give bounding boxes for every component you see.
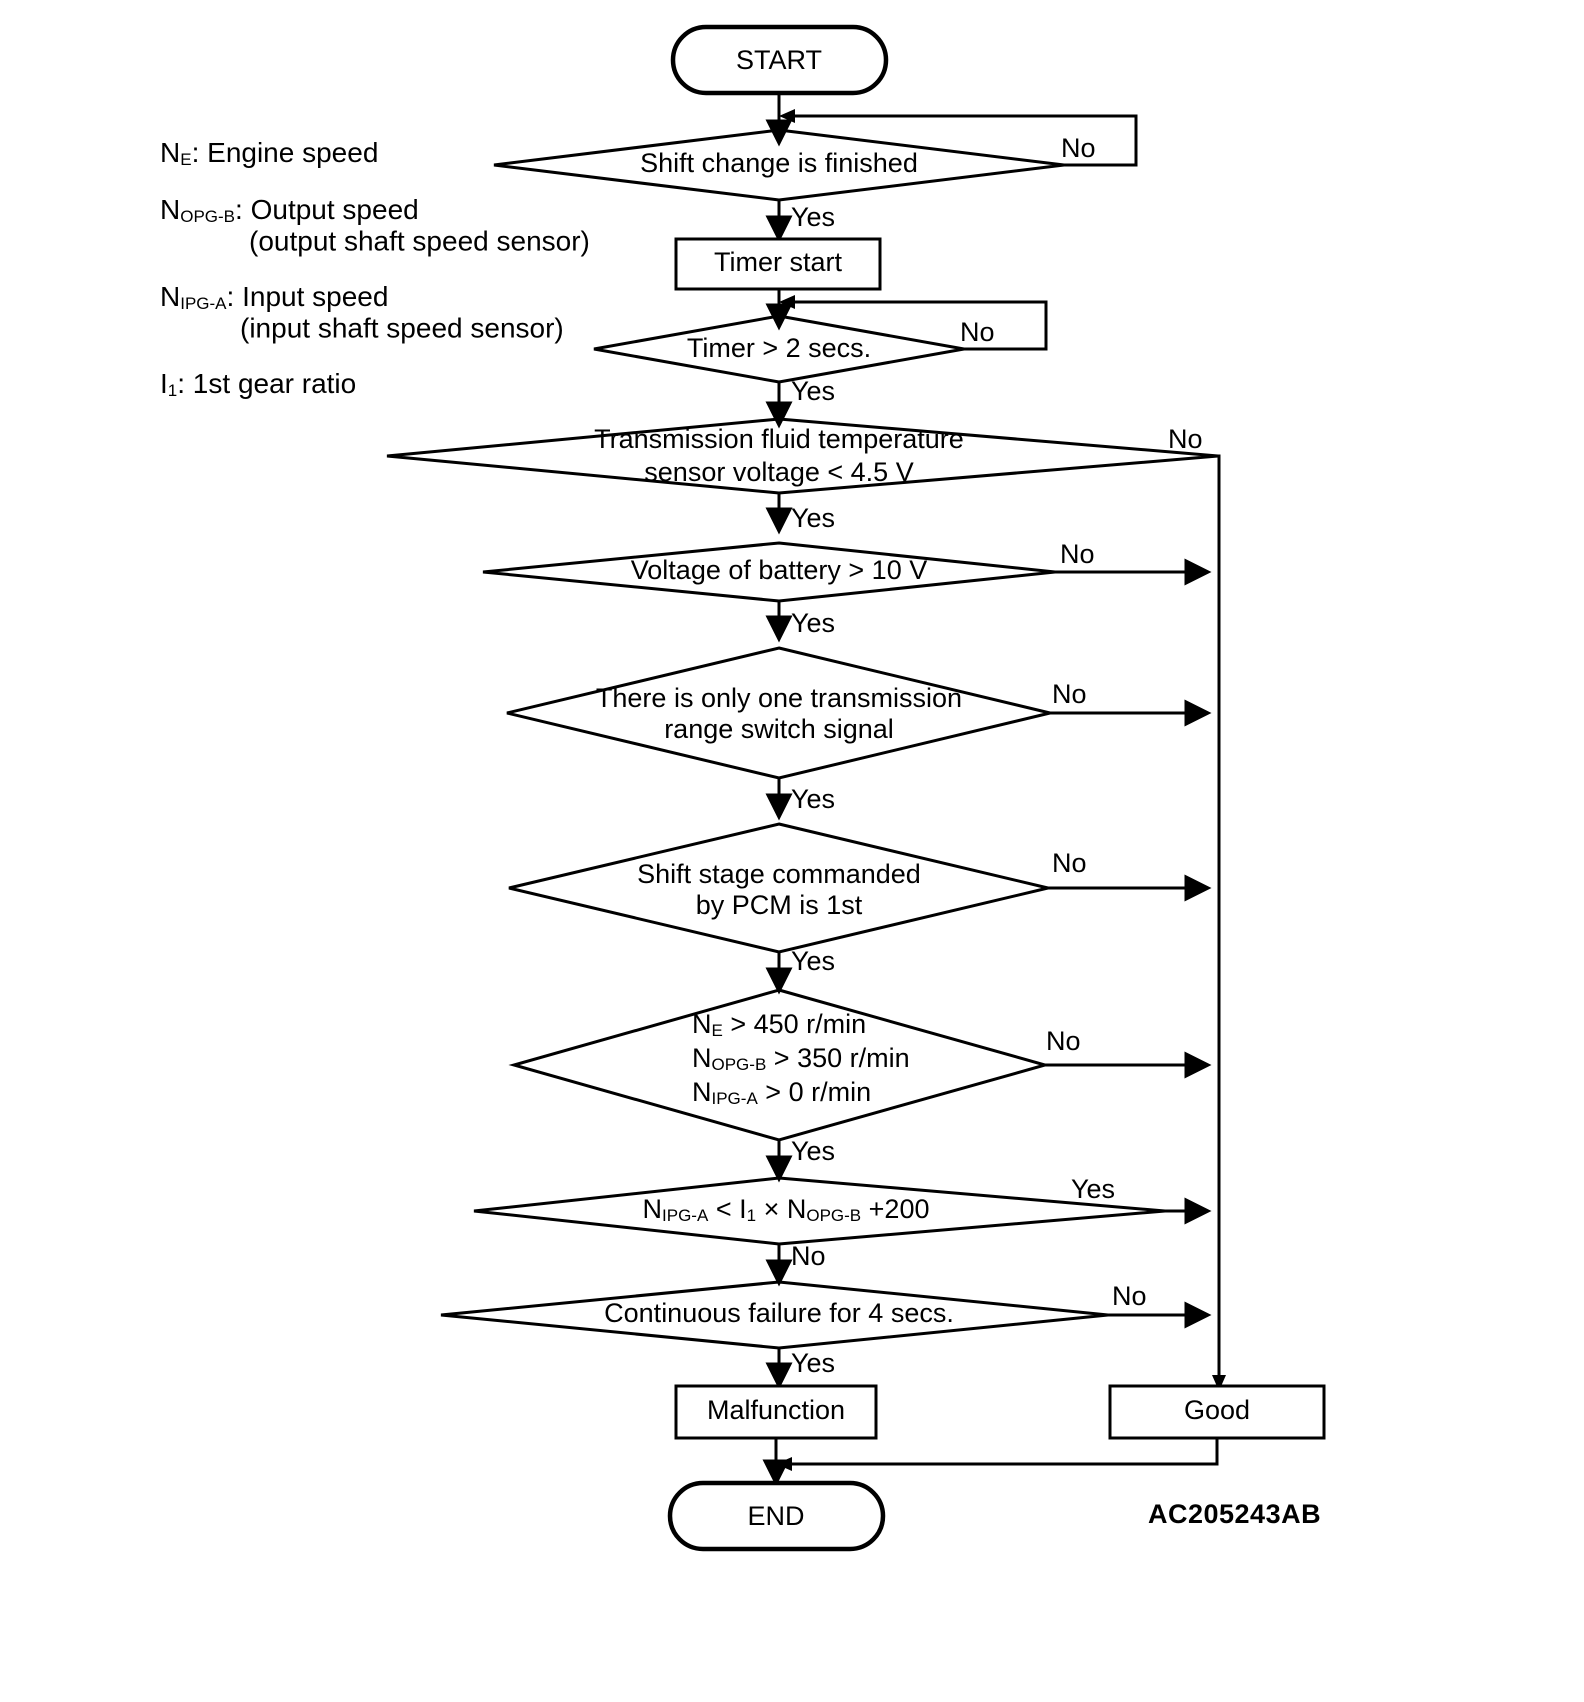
node-speed-thresholds: NE > 450 r/min NOPG-B > 350 r/min NIPG-A… xyxy=(508,988,1051,1142)
edge-good-to-end-arrowhead xyxy=(776,1457,792,1471)
speed-2-rest: > 350 r/min xyxy=(766,1043,909,1073)
ratio-tail: +200 xyxy=(861,1194,929,1224)
ratio-subscript-1: IPG-A xyxy=(662,1206,709,1225)
node-malfunction: Malfunction xyxy=(674,1384,878,1440)
edge-shift-change-no-arrowhead xyxy=(779,109,795,123)
edge-timer-no-loop xyxy=(790,300,1048,351)
node-continuous-failure: Continuous failure for 4 secs. xyxy=(440,1280,1109,1350)
legend-symbol: I xyxy=(160,368,168,399)
node-timer-start: Timer start xyxy=(674,237,882,291)
legend-symbol: N xyxy=(160,137,180,168)
node-fluid-temp: Transmission fluid temperature sensor vo… xyxy=(386,417,1219,495)
legend-item-output-speed-cont: (output shaft speed sensor) xyxy=(249,225,590,256)
legend: NE: Engine speed NOPG-B: Output speed (o… xyxy=(160,137,590,400)
timer-start-box xyxy=(674,237,882,291)
legend-item-output-speed: NOPG-B: Output speed xyxy=(160,194,419,226)
legend-subscript: 1 xyxy=(168,381,177,400)
fluid-temp-label-line1: Transmission fluid temperature xyxy=(594,424,964,454)
edge-label-timer-yes: Yes xyxy=(791,376,835,406)
legend-item-engine-speed: NE: Engine speed xyxy=(160,137,378,169)
edge-label-fluid-temp-no: No xyxy=(1168,424,1203,454)
edge-label-battery-yes: Yes xyxy=(791,608,835,638)
edge-label-speed-thresholds-yes: Yes xyxy=(791,1136,835,1166)
edge-timer-no-arrowhead xyxy=(779,295,795,309)
edge-label-timer-no: No xyxy=(960,317,995,347)
edge-label-continuous-failure-yes: Yes xyxy=(791,1348,835,1378)
node-end: END xyxy=(667,1480,886,1552)
start-label: START xyxy=(736,45,822,75)
battery-label: Voltage of battery > 10 V xyxy=(631,555,927,585)
ratio-symbol-1: N xyxy=(643,1194,663,1224)
edge-label-fluid-temp-yes: Yes xyxy=(791,503,835,533)
legend-text: : Output speed xyxy=(235,194,419,225)
good-box xyxy=(1108,1384,1326,1440)
ratio-operator-times: × xyxy=(756,1194,787,1224)
speed-2-symbol: N xyxy=(692,1043,712,1073)
figure-code: AC205243AB xyxy=(1148,1499,1321,1529)
edge-fluid-temp-no-arrowhead xyxy=(1212,1375,1226,1391)
edge-label-continuous-failure-no: No xyxy=(1112,1281,1147,1311)
range-switch-label-line2: range switch signal xyxy=(664,714,894,744)
speed-line-2: NOPG-B > 350 r/min xyxy=(692,1043,910,1074)
speed-1-symbol: N xyxy=(692,1009,712,1039)
edge-label-shift-change-yes: Yes xyxy=(791,202,835,232)
legend-symbol: N xyxy=(160,281,180,312)
legend-subscript: IPG-A xyxy=(180,294,227,313)
edge-label-ratio-check-yes: Yes xyxy=(1071,1174,1115,1204)
edge-fluid-temp-no-rail xyxy=(1217,454,1221,1380)
legend-text: : Engine speed xyxy=(192,137,379,168)
edge-shift-change-no-loop xyxy=(790,114,1138,167)
edge-label-range-switch-yes: Yes xyxy=(791,784,835,814)
legend-symbol: N xyxy=(160,194,180,225)
ratio-symbol-3: N xyxy=(787,1194,807,1224)
timer-start-label: Timer start xyxy=(714,247,842,277)
node-shift-stage: Shift stage commanded by PCM is 1st xyxy=(508,822,1049,954)
end-shape xyxy=(667,1480,886,1552)
edge-good-to-end xyxy=(788,1438,1219,1466)
timer-check-label: Timer > 2 secs. xyxy=(687,333,871,363)
speed-3-rest: > 0 r/min xyxy=(758,1077,871,1107)
node-ratio-check: NIPG-A < I1 × NOPG-B +200 xyxy=(473,1176,1166,1246)
legend-item-input-speed-cont: (input shaft speed sensor) xyxy=(240,312,564,343)
ratio-symbol-2: I xyxy=(739,1194,747,1224)
speed-1-rest: > 450 r/min xyxy=(723,1009,866,1039)
range-switch-label-line1: There is only one transmission xyxy=(596,683,962,713)
fluid-temp-label-line2: sensor voltage < 4.5 V xyxy=(644,457,913,487)
ratio-check-label: NIPG-A < I1 × NOPG-B +200 xyxy=(643,1194,930,1225)
legend-text: : 1st gear ratio xyxy=(177,368,356,399)
edge-label-range-switch-no: No xyxy=(1052,679,1087,709)
speed-line-3: NIPG-A > 0 r/min xyxy=(692,1077,871,1108)
end-label: END xyxy=(747,1501,804,1531)
shift-stage-label-line1: Shift stage commanded xyxy=(637,859,921,889)
edge-label-shift-stage-yes: Yes xyxy=(791,946,835,976)
speed-2-subscript: OPG-B xyxy=(712,1055,767,1074)
legend-item-gear-ratio: I1: 1st gear ratio xyxy=(160,368,356,400)
ratio-subscript-3: OPG-B xyxy=(806,1206,861,1225)
ratio-operator-lt: < xyxy=(708,1194,739,1224)
node-start: START xyxy=(670,24,889,96)
speed-line-1: NE > 450 r/min xyxy=(692,1009,866,1040)
shift-stage-label-line2: by PCM is 1st xyxy=(696,890,863,920)
legend-text: : Input speed xyxy=(227,281,389,312)
shift-change-label: Shift change is finished xyxy=(640,148,918,178)
node-battery: Voltage of battery > 10 V xyxy=(482,541,1056,603)
speed-3-subscript: IPG-A xyxy=(712,1089,759,1108)
good-label: Good xyxy=(1184,1395,1250,1425)
node-range-switch: There is only one transmission range swi… xyxy=(506,646,1051,780)
edge-label-shift-stage-no: No xyxy=(1052,848,1087,878)
legend-subscript: E xyxy=(180,150,191,169)
edge-label-battery-no: No xyxy=(1060,539,1095,569)
edge-label-ratio-check-no: No xyxy=(791,1241,826,1271)
continuous-failure-label: Continuous failure for 4 secs. xyxy=(604,1298,954,1328)
edge-label-shift-change-no: No xyxy=(1061,133,1096,163)
legend-item-input-speed: NIPG-A: Input speed xyxy=(160,281,388,313)
node-good: Good xyxy=(1108,1384,1326,1440)
malfunction-label: Malfunction xyxy=(707,1395,845,1425)
ratio-subscript-2: 1 xyxy=(747,1206,756,1225)
speed-1-subscript: E xyxy=(712,1021,723,1040)
legend-subscript: OPG-B xyxy=(180,207,235,226)
speed-3-symbol: N xyxy=(692,1077,712,1107)
edge-label-speed-thresholds-no: No xyxy=(1046,1026,1081,1056)
